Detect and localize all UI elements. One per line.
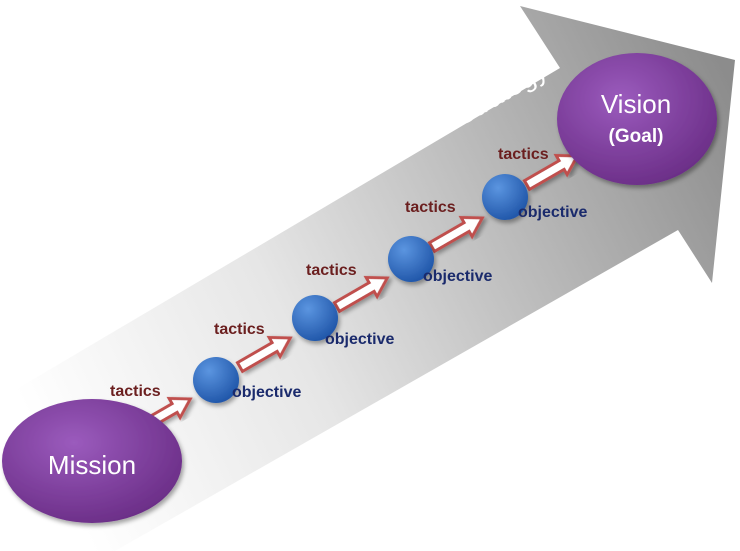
tactic-arrow [522, 153, 580, 192]
objective-label: objective [325, 331, 394, 348]
tactic-arrow [235, 335, 293, 374]
tactic-arrows [135, 153, 580, 435]
objective-nodes [193, 174, 528, 403]
tactics-label: tactics [306, 262, 357, 279]
vision-node [557, 53, 717, 185]
objective-label: objective [232, 384, 301, 401]
mission-node [2, 399, 182, 523]
tactics-label: tactics [498, 146, 549, 163]
tactics-label: tactics [214, 321, 265, 338]
tactic-arrow [332, 275, 390, 314]
goal-label: (Goal) [609, 126, 664, 147]
mission-label: Mission [48, 450, 136, 480]
vision-label: Vision [601, 89, 671, 119]
objective-node [292, 295, 338, 341]
objective-label: objective [518, 204, 587, 221]
tactics-label: tactics [110, 383, 161, 400]
objective-label: objective [423, 268, 492, 285]
tactics-label: tactics [405, 199, 456, 216]
objective-node [193, 357, 239, 403]
objective-node [388, 236, 434, 282]
objective-node [482, 174, 528, 220]
tactic-arrow [427, 215, 485, 254]
